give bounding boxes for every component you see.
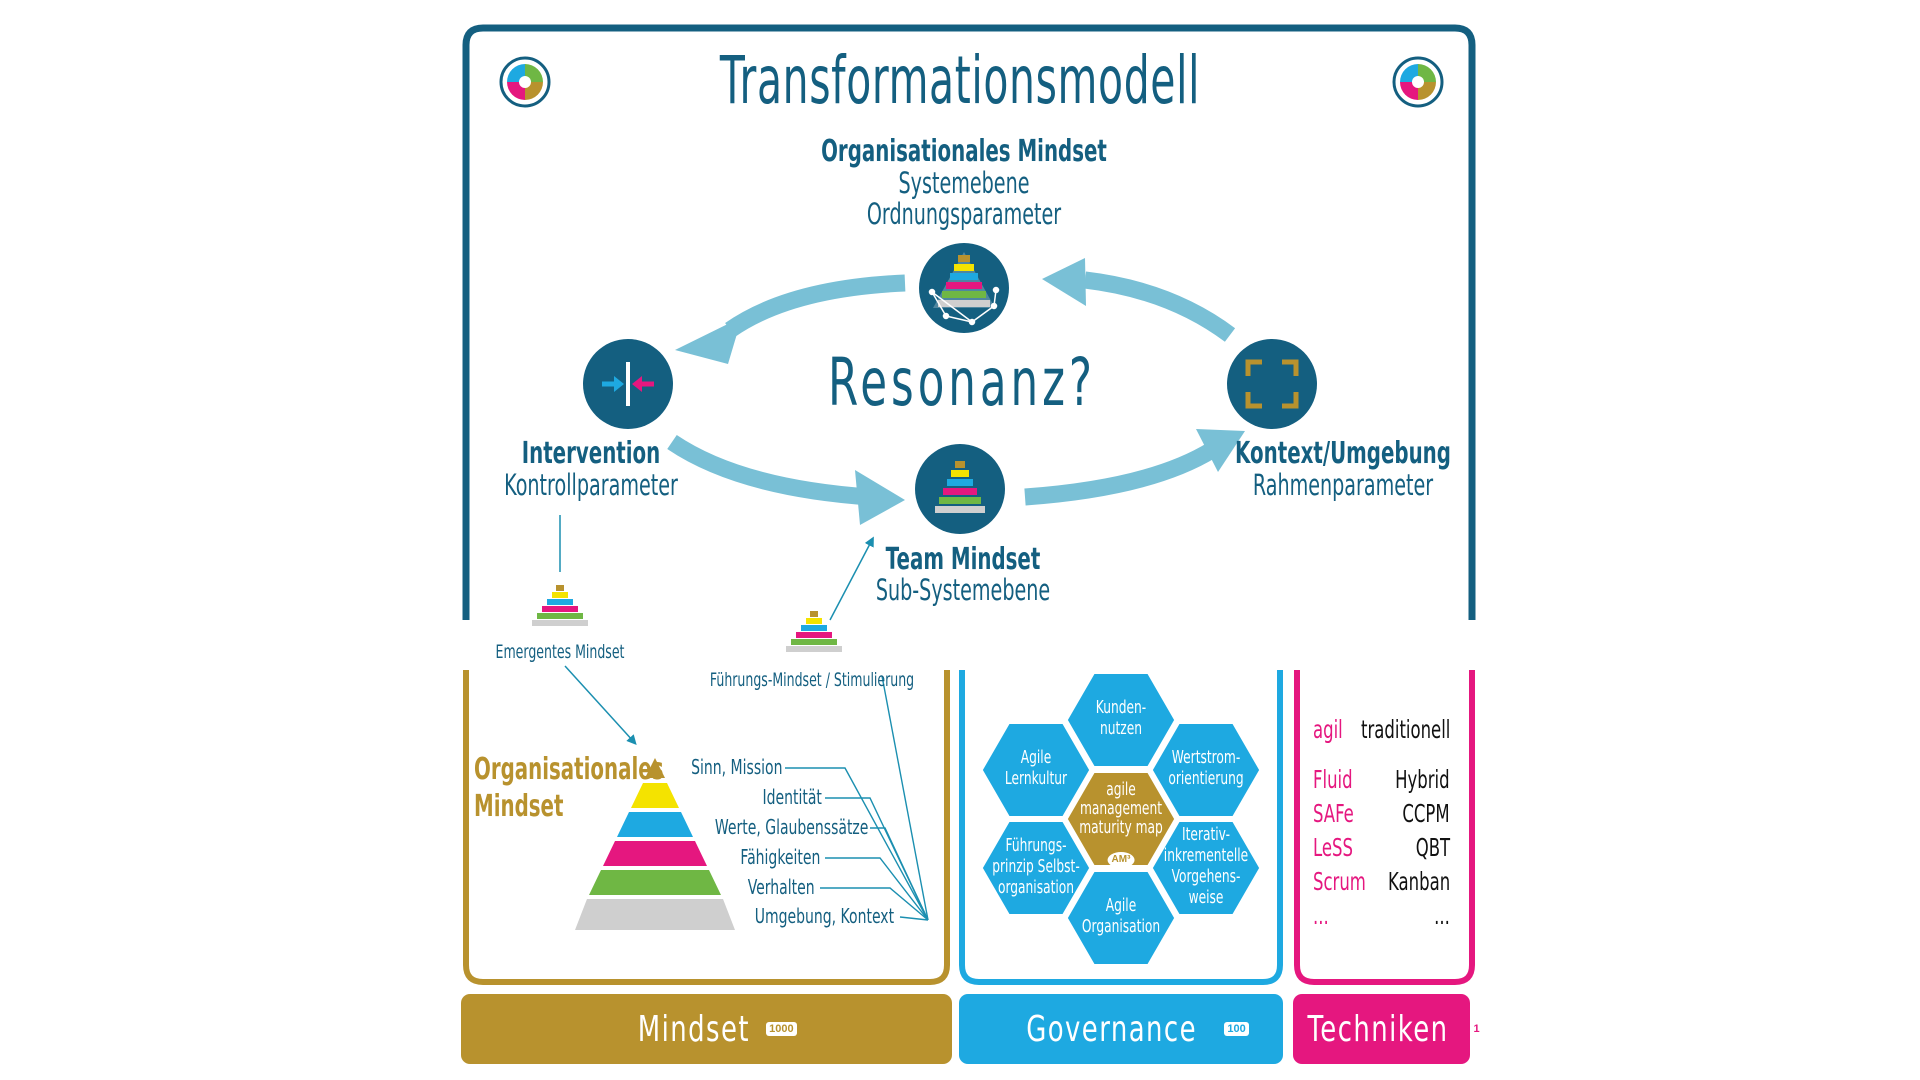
techniken-tab-label: Techniken (1307, 1008, 1449, 1050)
governance-honeycomb (977, 669, 1265, 969)
governance-hex-text: agile (1106, 778, 1136, 800)
leadership-pyramid-icon (786, 611, 842, 652)
team-mindset-node (915, 444, 1005, 534)
technique-agile-item: Scrum (1313, 867, 1366, 896)
mindset-tab-label: Mindset (638, 1008, 751, 1050)
mindset-tab[interactable]: Mindset 1000 (461, 994, 952, 1064)
governance-hex-text: maturity map (1079, 816, 1163, 838)
org-mindset-node (919, 243, 1009, 333)
technique-agile-item: LeSS (1313, 833, 1354, 862)
pyramid-leader-lines (785, 675, 929, 921)
logo-icon-left (499, 56, 551, 108)
governance-hex-text: Lernkultur (1004, 768, 1068, 789)
techniques-header-traditional: traditionell (1360, 715, 1450, 744)
governance-hex-text: prinzip Selbst- (992, 855, 1080, 877)
mindset-tab-bg (461, 994, 952, 1064)
context-node (1227, 339, 1317, 429)
logo-icon-right (1392, 56, 1444, 108)
mindset-panel-heading-2: Mindset (474, 789, 564, 824)
org-mindset-line2: Ordnungsparameter (866, 197, 1062, 231)
governance-hex-text: inkrementelle (1163, 845, 1249, 866)
level-label-6: Umgebung, Kontext (754, 904, 894, 928)
techniques-header-agile: agil (1313, 715, 1343, 744)
main-frame (462, 24, 1476, 620)
techniken-tab[interactable]: Techniken 1 (1293, 994, 1483, 1064)
diagram-title: Transformationsmodell (719, 42, 1201, 119)
technique-traditional-item: QBT (1415, 833, 1450, 862)
technique-traditional-item: Hybrid (1395, 765, 1450, 794)
amm-badge-icon: AM³ (1107, 852, 1135, 868)
intervention-title: Intervention (521, 436, 661, 471)
governance-panel-frame (959, 670, 1283, 985)
leadership-mindset-label: Führungs-Mindset / Stimulierung (709, 669, 915, 691)
emergent-mindset-label: Emergentes Mindset (495, 641, 625, 663)
context-line1: Rahmenparameter (1252, 468, 1434, 502)
technique-agile-item: SAFe (1313, 799, 1354, 828)
governance-hex-text: organisation (997, 876, 1075, 898)
governance-hex-center (1062, 768, 1180, 870)
mindset-pyramid (575, 758, 735, 930)
technique-traditional-item: CCPM (1402, 799, 1450, 828)
team-mindset-title: Team Mindset (885, 542, 1041, 577)
governance-hex-text: Vorgehens- (1171, 866, 1241, 887)
emergent-pyramid-icon (532, 585, 588, 626)
techniken-tab-bg (1293, 994, 1470, 1064)
mindset-panel-heading-1: Organisationales (474, 752, 664, 787)
governance-hex-text: Kunden- (1095, 697, 1147, 718)
governance-hex-text: Organisation (1081, 916, 1161, 937)
governance-hex-text: Führungs- (1005, 834, 1067, 856)
technique-traditional-item: Kanban (1387, 867, 1450, 896)
org-mindset-title: Organisationales Mindset (821, 134, 1107, 169)
technique-traditional-item: ... (1434, 901, 1450, 930)
governance-hex-text: Iterativ- (1181, 824, 1231, 845)
resonance-question: Resonanz? (828, 344, 1096, 421)
governance-hex-text: management (1080, 797, 1162, 819)
governance-hex-text: weise (1188, 887, 1224, 908)
level-label-5: Verhalten (748, 875, 815, 899)
team-mindset-line1: Sub-Systemebene (875, 573, 1051, 607)
governance-hex-text: Agile (1105, 895, 1137, 916)
intervention-line1: Kontrollparameter (504, 468, 678, 502)
mindset-panel-frame (463, 670, 950, 985)
techniken-panel-frame (1294, 670, 1475, 985)
mindset-tab-badge: 1000 (766, 1022, 797, 1036)
governance-tab[interactable]: Governance 100 (959, 994, 1283, 1064)
techniken-tab-badge: 1 (1470, 1022, 1483, 1036)
technique-agile-item: Fluid (1313, 765, 1353, 794)
intervention-node (583, 339, 673, 429)
governance-tab-label: Governance (1026, 1008, 1198, 1050)
governance-tab-badge: 100 (1224, 1022, 1249, 1036)
cycle-arrowheads (675, 258, 1245, 525)
context-title: Kontext/Umgebung (1235, 436, 1451, 471)
cycle-arrows (667, 271, 1236, 506)
org-mindset-line1: Systemebene (898, 166, 1030, 200)
governance-hex-text: Wertstrom- (1171, 747, 1241, 768)
governance-hex-text: nutzen (1099, 718, 1143, 739)
level-label-4: Fähigkeiten (739, 845, 820, 869)
governance-hex-text: Agile (1020, 747, 1052, 768)
level-label-1: Sinn, Mission (690, 755, 782, 779)
technique-agile-item: ... (1313, 901, 1329, 930)
level-label-2: Identität (762, 785, 822, 809)
governance-hex-text: orientierung (1168, 768, 1244, 789)
governance-tab-bg (959, 994, 1283, 1064)
connector-leadership (829, 536, 874, 621)
connector-emergent (564, 665, 637, 745)
level-label-3: Werte, Glaubenssätze (714, 815, 868, 839)
